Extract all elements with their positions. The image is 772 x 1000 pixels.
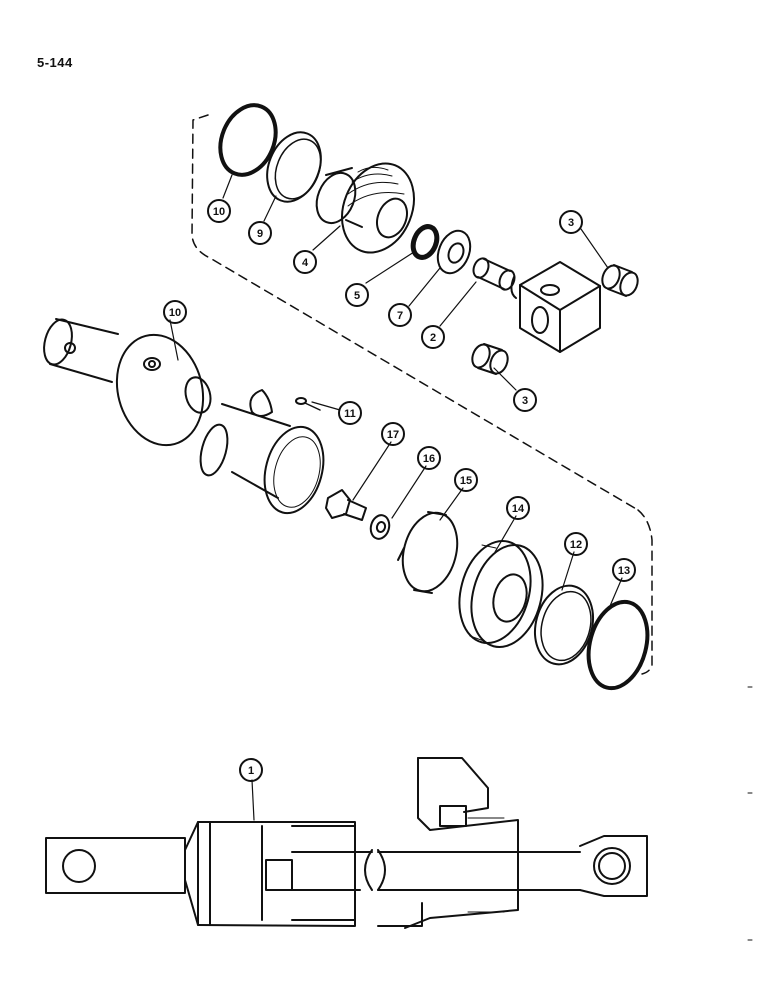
callout-8: 9 (248, 221, 272, 245)
callout-12-label: 12 (570, 539, 582, 551)
callout-17: 17 (381, 422, 405, 446)
part-3-bushing-lower (471, 343, 509, 375)
callout-13-label: 13 (618, 565, 630, 577)
part-17-bolt (325, 489, 367, 521)
part-11-screw (295, 397, 321, 411)
callout-3b: 3 (513, 388, 537, 412)
assembled-cylinder-section (45, 757, 648, 929)
callout-markers: 10 9 4 5 7 2 3 (163, 199, 636, 782)
callout-11: 11 (338, 401, 362, 425)
leader-lines (169, 174, 623, 821)
part-2-pin (472, 257, 516, 291)
callout-4: 4 (293, 250, 317, 274)
part-4-gland (315, 162, 415, 254)
part-13-o-ring (586, 599, 650, 691)
group-bracket (191, 114, 653, 675)
part-7-seal (410, 224, 440, 260)
part-10-base-end (43, 318, 212, 447)
rod-eye-block (510, 261, 601, 353)
callout-15-label: 15 (460, 475, 472, 487)
callout-12: 12 (564, 532, 588, 556)
part-16-washer (369, 514, 391, 540)
callout-9: 10 (207, 199, 231, 223)
callout-10: 10 (163, 300, 187, 324)
callout-5-label: 7 (397, 310, 403, 322)
callout-4-label: 4 (302, 257, 309, 269)
part-8-backup-ring (266, 131, 322, 203)
callout-7: 5 (345, 283, 369, 307)
part-14-piston (458, 540, 544, 648)
callout-10-label: 10 (169, 307, 181, 319)
part-9-o-ring (218, 103, 278, 177)
callout-3a-label: 3 (568, 217, 574, 229)
callout-15: 15 (454, 468, 478, 492)
callout-5: 7 (388, 303, 412, 327)
callout-16-label: 16 (423, 453, 435, 465)
callout-7-label: 5 (354, 290, 360, 302)
part-15-wear-ring (397, 511, 459, 594)
callout-2: 2 (421, 325, 445, 349)
callout-13: 13 (612, 558, 636, 582)
cylinder-tube (199, 389, 325, 515)
part-5-wiper (436, 229, 472, 275)
part-3-bushing-upper (601, 264, 639, 297)
callout-17-label: 17 (387, 429, 399, 441)
callout-14: 14 (506, 496, 530, 520)
callout-8-label: 9 (257, 228, 263, 240)
callout-1-label: 1 (248, 765, 254, 777)
callout-14-label: 14 (512, 503, 525, 515)
callout-3b-label: 3 (522, 395, 528, 407)
callout-3a: 3 (559, 210, 583, 234)
callout-11-label: 11 (344, 408, 356, 420)
page-number: 5-144 (37, 55, 73, 70)
margin-marks (747, 686, 753, 941)
callout-1: 1 (239, 758, 263, 782)
callout-9-label: 10 (213, 206, 225, 218)
callout-16: 16 (417, 446, 441, 470)
callout-2-label: 2 (430, 332, 436, 344)
